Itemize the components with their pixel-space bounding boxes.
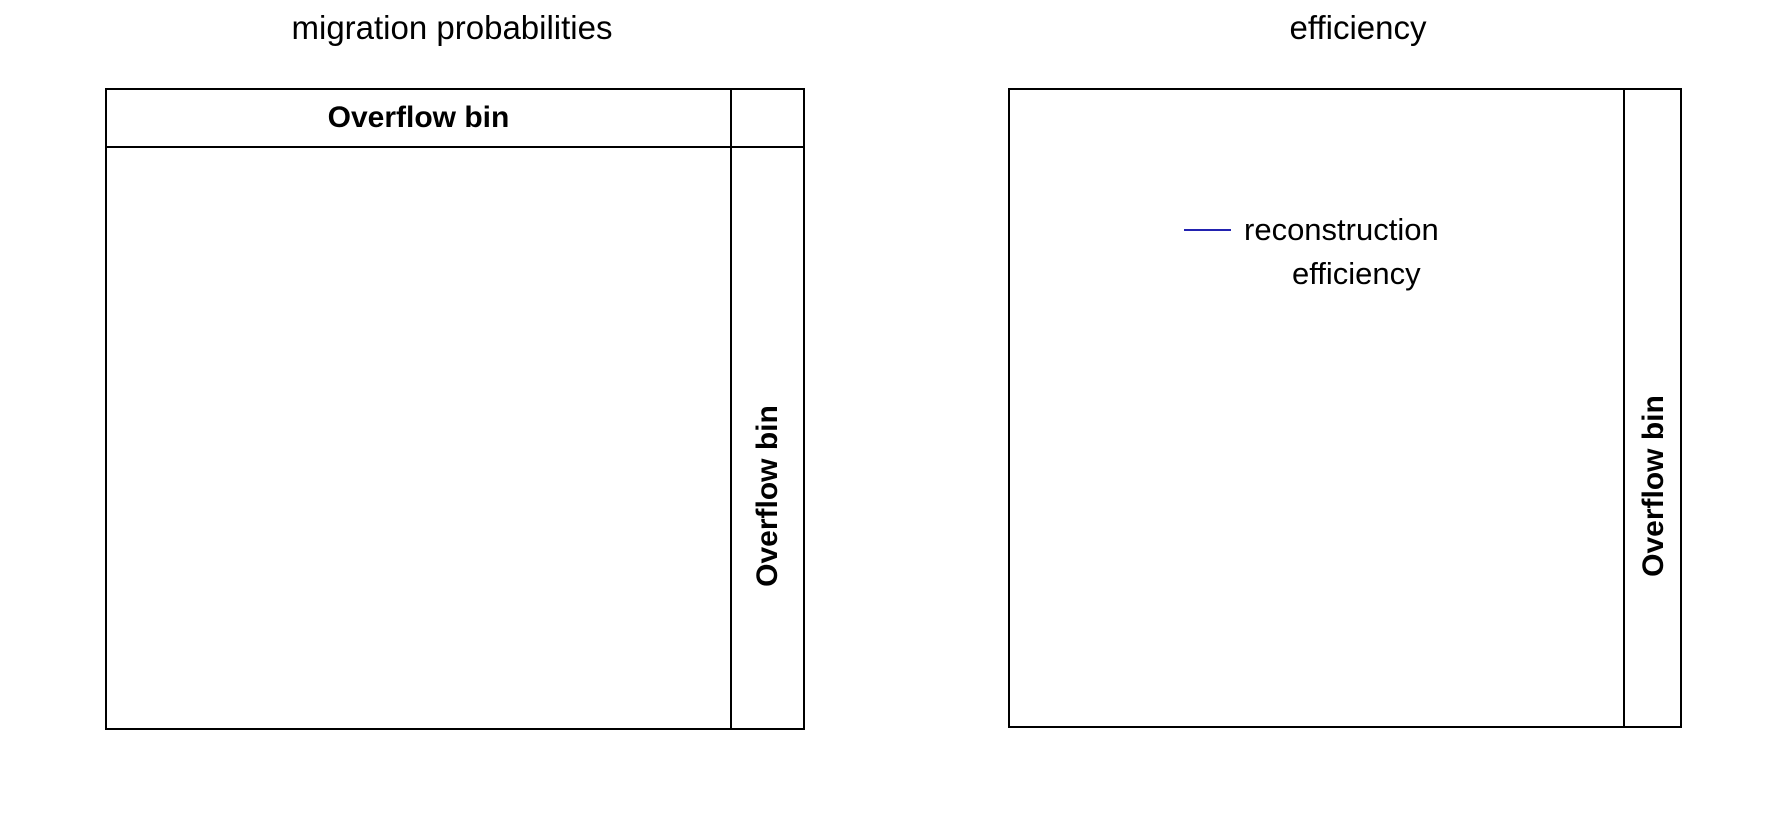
panel-title-efficiency: efficiency — [1289, 9, 1427, 46]
plot-area-efficiency: reconstruction efficiency — [1010, 90, 1625, 726]
overflow-bin-column-left: Overflow bin — [732, 148, 803, 728]
overflow-column-divider-right — [1623, 90, 1625, 726]
legend-label-line2: efficiency — [1292, 256, 1421, 291]
overflow-bin-header-label: Overflow bin — [327, 101, 510, 134]
overflow-column-divider-left — [730, 90, 732, 728]
legend-line-swatch-icon — [1184, 229, 1231, 231]
overflow-bin-header-row: Overflow bin — [107, 90, 730, 148]
legend-entry-second-line: efficiency — [1184, 250, 1564, 298]
panel-migration-probabilities: Overflow bin Overflow bin — [105, 88, 805, 730]
panel-efficiency: reconstruction efficiency Overflow bin — [1008, 88, 1682, 728]
legend-label-line1: reconstruction — [1244, 212, 1439, 247]
legend-efficiency: reconstruction efficiency — [1184, 210, 1564, 298]
legend-entry-reconstruction-efficiency: reconstruction — [1184, 210, 1564, 250]
overflow-bin-vertical-label-right: Overflow bin — [1636, 395, 1670, 577]
panel-title-migration-probabilities: migration probabilities — [291, 9, 613, 46]
overflow-bin-vertical-label-left: Overflow bin — [750, 405, 784, 587]
overflow-bin-column-right: Overflow bin — [1625, 90, 1682, 726]
plot-area-migration-probabilities: Overflow bin — [107, 90, 732, 728]
header-divider-stub — [732, 146, 803, 148]
